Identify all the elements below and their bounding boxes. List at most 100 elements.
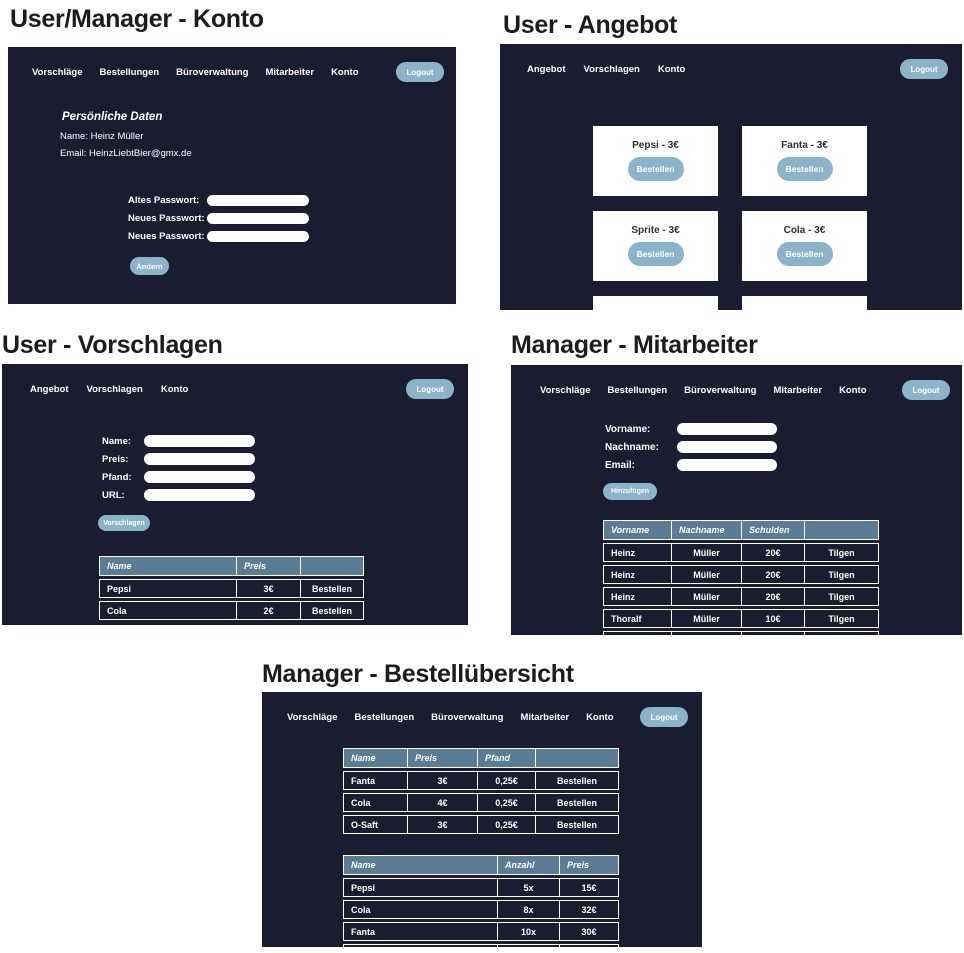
cell-preis: 30€ [560, 922, 619, 941]
screen-title-angebot: User - Angebot [503, 11, 678, 39]
table-row: Cola 4€ 0,25€ Bestellen [343, 793, 619, 812]
screen-title-mitarbeiter: Manager - Mitarbeiter [511, 331, 758, 359]
suggestions-table: Name Preis Pepsi 3€ Bestellen Cola 2€ Be… [99, 556, 364, 623]
table-header-row: Vorname Nachname Schulden [603, 520, 879, 540]
logout-button[interactable]: Logout [900, 59, 948, 79]
nav-item-mitarbeiter[interactable]: Mitarbeiter [520, 711, 570, 723]
cell-name: Fanta [343, 771, 408, 790]
tilgen-action[interactable]: Tilgen [805, 587, 879, 606]
url-input[interactable] [144, 489, 255, 501]
bestellen-action[interactable]: Bestellen [301, 579, 364, 598]
nav-item-konto[interactable]: Konto [657, 63, 686, 75]
table-row: O-Saft 3€ 0,25€ Bestellen [343, 815, 619, 834]
name-input[interactable] [144, 435, 255, 447]
nav-item-vorschlaege[interactable]: Vorschläge [32, 66, 83, 78]
cell-schulden: 20€ [742, 543, 805, 562]
nav-item-bueroverwaltung[interactable]: Büroverwaltung [684, 384, 757, 396]
product-label: Cola - 3€ [783, 225, 826, 236]
nav-item-mitarbeiter[interactable]: Mitarbeiter [773, 384, 823, 396]
orders-table: Name Anzahl Preis Pepsi 5x 15€ Cola 8x 3… [343, 855, 619, 947]
vorname-input[interactable] [677, 423, 777, 435]
bestellen-action[interactable]: Bestellen [301, 601, 364, 620]
vorschlagen-button[interactable]: Vorschlagen [98, 515, 150, 531]
header-name: Name [343, 855, 498, 875]
email-label: Email: [605, 459, 636, 471]
product-card-sprite: Sprite - 3€ Bestellen [593, 211, 718, 281]
password-form: Altes Passwort: Neues Passwort: Neues Pa… [128, 195, 309, 249]
nav-item-angebot[interactable]: Angebot [527, 63, 566, 75]
repeat-password-input[interactable] [207, 231, 309, 242]
suggestion-form: Name: Preis: Pfand: URL: [102, 435, 255, 507]
cell-preis: 3€ [408, 815, 478, 834]
screen-title-bestelluebersicht: Manager - Bestellübersicht [262, 660, 574, 688]
nav-item-bueroverwaltung[interactable]: Büroverwaltung [431, 711, 504, 723]
bestellen-action[interactable]: Bestellen [536, 815, 619, 834]
cell-nachname: Müller [672, 565, 742, 584]
cell-vorname: Thoralf [603, 609, 672, 628]
nachname-input[interactable] [677, 441, 777, 453]
cell-schulden: 10€ [742, 609, 805, 628]
bestellen-action[interactable]: Bestellen [536, 793, 619, 812]
bestellen-button[interactable]: Bestellen [776, 242, 833, 266]
nav-item-konto[interactable]: Konto [331, 66, 359, 78]
product-card-pepsi: Pepsi - 3€ Bestellen [593, 126, 718, 196]
nav-item-konto[interactable]: Konto [839, 384, 867, 396]
table-row: Heinz Müller 20€ Tilgen [603, 543, 879, 562]
logout-button[interactable]: Logout [396, 62, 444, 82]
nav-item-bestellungen[interactable]: Bestellungen [99, 66, 160, 78]
navbar: Vorschläge Bestellungen Büroverwaltung M… [8, 47, 456, 82]
header-preis: Preis [560, 855, 619, 875]
pfand-input[interactable] [144, 471, 255, 483]
product-card-partial [593, 296, 718, 310]
old-password-input[interactable] [207, 195, 309, 206]
preis-input[interactable] [144, 453, 255, 465]
change-password-button[interactable]: Ändern [130, 257, 169, 275]
tilgen-action[interactable]: Tilgen [805, 565, 879, 584]
logout-button[interactable]: Logout [406, 379, 454, 399]
logout-button[interactable]: Logout [640, 707, 688, 727]
product-label: Pepsi - 3€ [632, 140, 679, 151]
nav-item-bueroverwaltung[interactable]: Büroverwaltung [176, 66, 249, 78]
product-card-grid: Pepsi - 3€ Bestellen Fanta - 3€ Bestelle… [593, 126, 867, 310]
bestellen-button[interactable]: Bestellen [776, 157, 833, 181]
cell-schulden: 20€ [742, 565, 805, 584]
nav-item-vorschlaege[interactable]: Vorschläge [540, 384, 591, 396]
panel-angebot: Angebot Vorschlagen Konto Logout Pepsi -… [500, 44, 962, 310]
cell-schulden: 20€ [742, 587, 805, 606]
panel-mitarbeiter: Vorschläge Bestellungen Büroverwaltung M… [511, 365, 962, 635]
bestellen-button[interactable]: Bestellen [627, 157, 684, 181]
cell-anzahl: 10x [498, 922, 560, 941]
tilgen-action[interactable]: Tilgen [805, 609, 879, 628]
new-password-input[interactable] [207, 213, 309, 224]
nav-item-vorschlagen[interactable]: Vorschlagen [583, 63, 640, 75]
cell-name: Pepsi [99, 579, 237, 598]
bestellen-action[interactable]: Bestellen [536, 771, 619, 790]
nav-item-angebot[interactable]: Angebot [30, 383, 69, 395]
employee-form: Vorname: Nachname: Email: [605, 423, 777, 477]
nav-item-bestellungen[interactable]: Bestellungen [354, 711, 415, 723]
header-schulden: Schulden [742, 520, 805, 540]
product-card-partial [742, 296, 867, 310]
hinzufuegen-button[interactable]: Hinzufügen [603, 483, 657, 500]
nav-item-konto[interactable]: Konto [586, 711, 614, 723]
nav-item-vorschlagen[interactable]: Vorschlagen [86, 383, 143, 395]
product-label: Sprite - 3€ [631, 225, 680, 236]
cell-pfand: 0,25€ [478, 793, 536, 812]
nav-item-vorschlaege[interactable]: Vorschläge [287, 711, 338, 723]
table-row: Heinz Müller 20€ Tilgen [603, 565, 879, 584]
nav-item-bestellungen[interactable]: Bestellungen [607, 384, 668, 396]
bestellen-button[interactable]: Bestellen [627, 242, 684, 266]
cell-preis: 4€ [408, 793, 478, 812]
logout-button[interactable]: Logout [902, 380, 950, 400]
table-header-row: Name Anzahl Preis [343, 855, 619, 875]
tilgen-action[interactable]: Tilgen [805, 543, 879, 562]
navbar: Vorschläge Bestellungen Büroverwaltung M… [262, 692, 702, 727]
table-row: Fanta 3€ 0,25€ Bestellen [343, 771, 619, 790]
header-anzahl: Anzahl [498, 855, 560, 875]
nav-item-mitarbeiter[interactable]: Mitarbeiter [265, 66, 315, 78]
nav-item-konto[interactable]: Konto [160, 383, 189, 395]
table-row: Pepsi 3€ Bestellen [99, 579, 364, 598]
table-header-row: Name Preis [99, 556, 364, 576]
email-input[interactable] [677, 459, 777, 471]
table-row: Pepsi 5x 15€ [343, 878, 619, 897]
